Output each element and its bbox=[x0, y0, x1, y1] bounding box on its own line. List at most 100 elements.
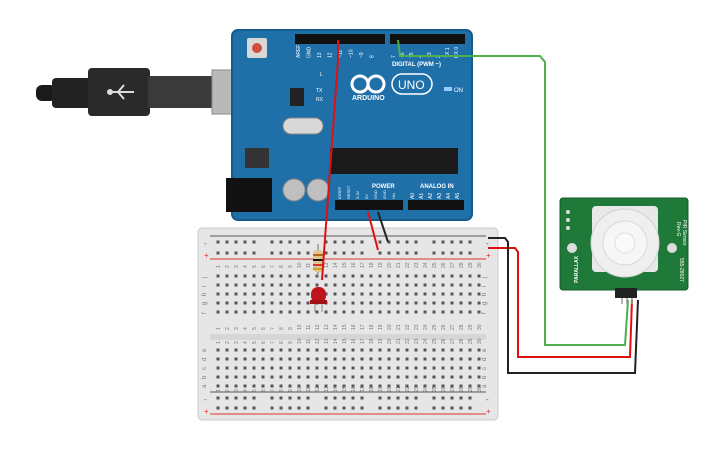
terminal-hole[interactable] bbox=[396, 357, 400, 361]
terminal-hole[interactable] bbox=[279, 310, 283, 314]
terminal-hole[interactable] bbox=[252, 375, 256, 379]
terminal-hole[interactable] bbox=[342, 292, 346, 296]
wire-rail-to-pir-gnd[interactable] bbox=[488, 237, 639, 374]
terminal-hole[interactable] bbox=[459, 292, 463, 296]
rail-hole[interactable] bbox=[225, 406, 229, 410]
rail-hole[interactable] bbox=[468, 251, 472, 255]
terminal-hole[interactable] bbox=[450, 366, 454, 370]
terminal-hole[interactable] bbox=[216, 283, 220, 287]
rail-hole[interactable] bbox=[450, 240, 454, 244]
terminal-hole[interactable] bbox=[360, 274, 364, 278]
rail-hole[interactable] bbox=[288, 240, 292, 244]
terminal-hole[interactable] bbox=[252, 384, 256, 388]
terminal-hole[interactable] bbox=[423, 274, 427, 278]
rail-hole[interactable] bbox=[252, 240, 256, 244]
rail-hole[interactable] bbox=[216, 396, 220, 400]
terminal-hole[interactable] bbox=[432, 348, 436, 352]
rail-hole[interactable] bbox=[288, 396, 292, 400]
terminal-hole[interactable] bbox=[387, 348, 391, 352]
terminal-hole[interactable] bbox=[387, 301, 391, 305]
terminal-hole[interactable] bbox=[369, 384, 373, 388]
rail-hole[interactable] bbox=[414, 406, 418, 410]
terminal-hole[interactable] bbox=[261, 375, 265, 379]
terminal-hole[interactable] bbox=[252, 310, 256, 314]
rail-hole[interactable] bbox=[450, 396, 454, 400]
terminal-hole[interactable] bbox=[441, 384, 445, 388]
terminal-hole[interactable] bbox=[468, 366, 472, 370]
terminal-hole[interactable] bbox=[468, 292, 472, 296]
terminal-hole[interactable] bbox=[315, 310, 319, 314]
rail-hole[interactable] bbox=[441, 406, 445, 410]
terminal-hole[interactable] bbox=[225, 310, 229, 314]
terminal-hole[interactable] bbox=[234, 357, 238, 361]
terminal-hole[interactable] bbox=[252, 292, 256, 296]
terminal-hole[interactable] bbox=[450, 283, 454, 287]
rail-hole[interactable] bbox=[459, 251, 463, 255]
terminal-hole[interactable] bbox=[252, 301, 256, 305]
rail-hole[interactable] bbox=[387, 406, 391, 410]
terminal-hole[interactable] bbox=[342, 348, 346, 352]
terminal-hole[interactable] bbox=[432, 357, 436, 361]
rail-hole[interactable] bbox=[270, 251, 274, 255]
rail-hole[interactable] bbox=[324, 396, 328, 400]
rail-hole[interactable] bbox=[288, 406, 292, 410]
rail-hole[interactable] bbox=[342, 240, 346, 244]
terminal-hole[interactable] bbox=[270, 384, 274, 388]
rail-hole[interactable] bbox=[414, 240, 418, 244]
rail-hole[interactable] bbox=[342, 396, 346, 400]
terminal-hole[interactable] bbox=[234, 283, 238, 287]
terminal-hole[interactable] bbox=[252, 274, 256, 278]
terminal-hole[interactable] bbox=[261, 292, 265, 296]
rail-hole[interactable] bbox=[468, 406, 472, 410]
terminal-hole[interactable] bbox=[459, 366, 463, 370]
terminal-hole[interactable] bbox=[216, 310, 220, 314]
terminal-hole[interactable] bbox=[387, 357, 391, 361]
terminal-hole[interactable] bbox=[315, 384, 319, 388]
terminal-hole[interactable] bbox=[342, 366, 346, 370]
terminal-hole[interactable] bbox=[477, 283, 481, 287]
rail-hole[interactable] bbox=[351, 240, 355, 244]
rail-hole[interactable] bbox=[279, 240, 283, 244]
rail-hole[interactable] bbox=[333, 406, 337, 410]
terminal-hole[interactable] bbox=[459, 301, 463, 305]
terminal-hole[interactable] bbox=[378, 366, 382, 370]
terminal-hole[interactable] bbox=[351, 301, 355, 305]
terminal-hole[interactable] bbox=[342, 301, 346, 305]
terminal-hole[interactable] bbox=[378, 310, 382, 314]
rail-hole[interactable] bbox=[216, 406, 220, 410]
rail-hole[interactable] bbox=[297, 396, 301, 400]
terminal-hole[interactable] bbox=[225, 357, 229, 361]
rail-hole[interactable] bbox=[306, 396, 310, 400]
terminal-hole[interactable] bbox=[396, 283, 400, 287]
terminal-hole[interactable] bbox=[432, 283, 436, 287]
terminal-hole[interactable] bbox=[288, 366, 292, 370]
rail-hole[interactable] bbox=[342, 406, 346, 410]
terminal-hole[interactable] bbox=[405, 283, 409, 287]
rail-hole[interactable] bbox=[306, 406, 310, 410]
terminal-hole[interactable] bbox=[450, 348, 454, 352]
terminal-hole[interactable] bbox=[342, 283, 346, 287]
rail-hole[interactable] bbox=[243, 406, 247, 410]
terminal-hole[interactable] bbox=[432, 292, 436, 296]
terminal-hole[interactable] bbox=[297, 283, 301, 287]
terminal-hole[interactable] bbox=[279, 357, 283, 361]
terminal-hole[interactable] bbox=[234, 274, 238, 278]
terminal-hole[interactable] bbox=[306, 348, 310, 352]
terminal-hole[interactable] bbox=[261, 274, 265, 278]
terminal-hole[interactable] bbox=[351, 310, 355, 314]
terminal-hole[interactable] bbox=[333, 283, 337, 287]
rail-hole[interactable] bbox=[405, 406, 409, 410]
pir-sensor[interactable]: PIR Sensor Rev-G 555-28027 PARALLAX bbox=[559, 197, 689, 304]
terminal-hole[interactable] bbox=[360, 375, 364, 379]
terminal-hole[interactable] bbox=[288, 301, 292, 305]
terminal-hole[interactable] bbox=[378, 283, 382, 287]
terminal-hole[interactable] bbox=[270, 301, 274, 305]
terminal-hole[interactable] bbox=[378, 292, 382, 296]
terminal-hole[interactable] bbox=[306, 375, 310, 379]
terminal-hole[interactable] bbox=[477, 375, 481, 379]
terminal-hole[interactable] bbox=[369, 283, 373, 287]
rail-hole[interactable] bbox=[405, 240, 409, 244]
terminal-hole[interactable] bbox=[315, 348, 319, 352]
terminal-hole[interactable] bbox=[324, 310, 328, 314]
terminal-hole[interactable] bbox=[459, 384, 463, 388]
